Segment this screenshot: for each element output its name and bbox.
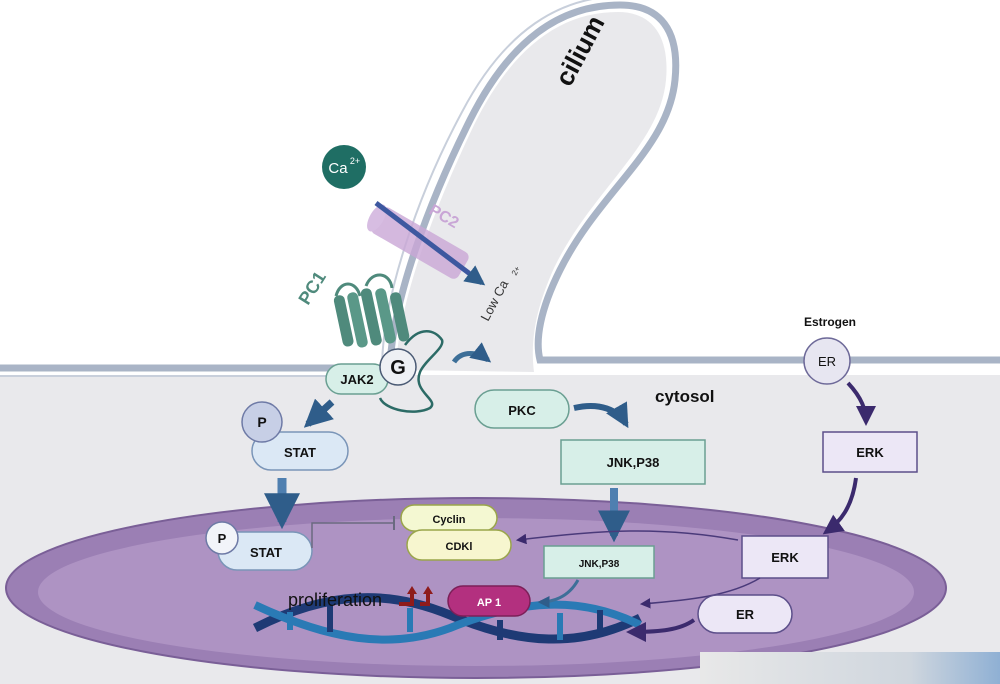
erk-cyto-node xyxy=(822,431,918,473)
phospho-nuc-node xyxy=(205,521,239,555)
jnk-p38-cyto-node xyxy=(560,439,706,485)
cdk-node xyxy=(406,529,512,561)
phospho-top-label: P xyxy=(257,414,266,430)
ca-ion-charge: 2+ xyxy=(350,156,360,166)
cdk-label: CDKl xyxy=(446,541,473,553)
pkc-to-jnk-arrow xyxy=(573,401,629,429)
dna-helix xyxy=(252,593,643,644)
jnk-p38-nuc-node xyxy=(543,545,655,579)
erk-nuc-node xyxy=(741,535,829,579)
erk-cyto-label: ERK xyxy=(856,445,884,460)
jak2-to-stat-arrow xyxy=(303,398,335,428)
erk-to-dna-arrow xyxy=(639,577,761,609)
ap1-node xyxy=(447,585,531,617)
ap1-label: AP 1 xyxy=(477,597,501,609)
erk-to-cdk-arrow xyxy=(515,530,739,545)
ca-ion-label: Ca xyxy=(328,160,348,177)
er-to-dna-arrow xyxy=(626,618,696,642)
stat-nuc-label: STAT xyxy=(250,545,282,560)
low-ca-charge: 2+ xyxy=(510,264,522,277)
proliferation-label: proliferation xyxy=(288,590,382,610)
er-cyto-node xyxy=(803,337,851,385)
image-strip xyxy=(700,652,1000,684)
erk-nuc-label: ERK xyxy=(771,550,799,565)
jnk-to-ap1-arrow xyxy=(537,579,580,608)
cytosol-label: cytosol xyxy=(655,387,715,406)
er-nuc-label: ER xyxy=(736,607,755,622)
stat-inhibits-cyclin xyxy=(311,522,394,548)
jnk-p38-nuc-label: JNK,P38 xyxy=(579,559,620,570)
phospho-nuc-label: P xyxy=(218,531,227,546)
calcium-influx-arrow xyxy=(374,201,486,286)
pc1-label: PC1 xyxy=(294,268,330,308)
er-nuc-node xyxy=(697,594,793,634)
er-cyto-label: ER xyxy=(818,354,836,369)
g-protein-label: G xyxy=(390,357,406,379)
jak2-label: JAK2 xyxy=(340,372,373,387)
jnk-p38-cyto-label: JNK,P38 xyxy=(607,455,660,470)
estrogen-label: Estrogen xyxy=(804,315,856,329)
stat-top-label: STAT xyxy=(284,445,316,460)
g-protein-node xyxy=(379,348,417,386)
plasma-membrane xyxy=(0,1,1000,372)
pkc-label: PKC xyxy=(508,403,536,418)
cyclin-label: Cyclin xyxy=(432,514,465,526)
erk-translocation-arrow xyxy=(822,477,858,535)
up-arrows-icon xyxy=(399,586,433,606)
er-to-erk-arrow xyxy=(846,381,876,426)
g-to-pkc-arrow xyxy=(451,342,492,364)
pkc-node xyxy=(474,389,570,429)
calcium-ion: Ca 2+ xyxy=(322,145,366,189)
stat-top-node xyxy=(251,431,349,471)
phospho-top-node xyxy=(241,401,283,443)
